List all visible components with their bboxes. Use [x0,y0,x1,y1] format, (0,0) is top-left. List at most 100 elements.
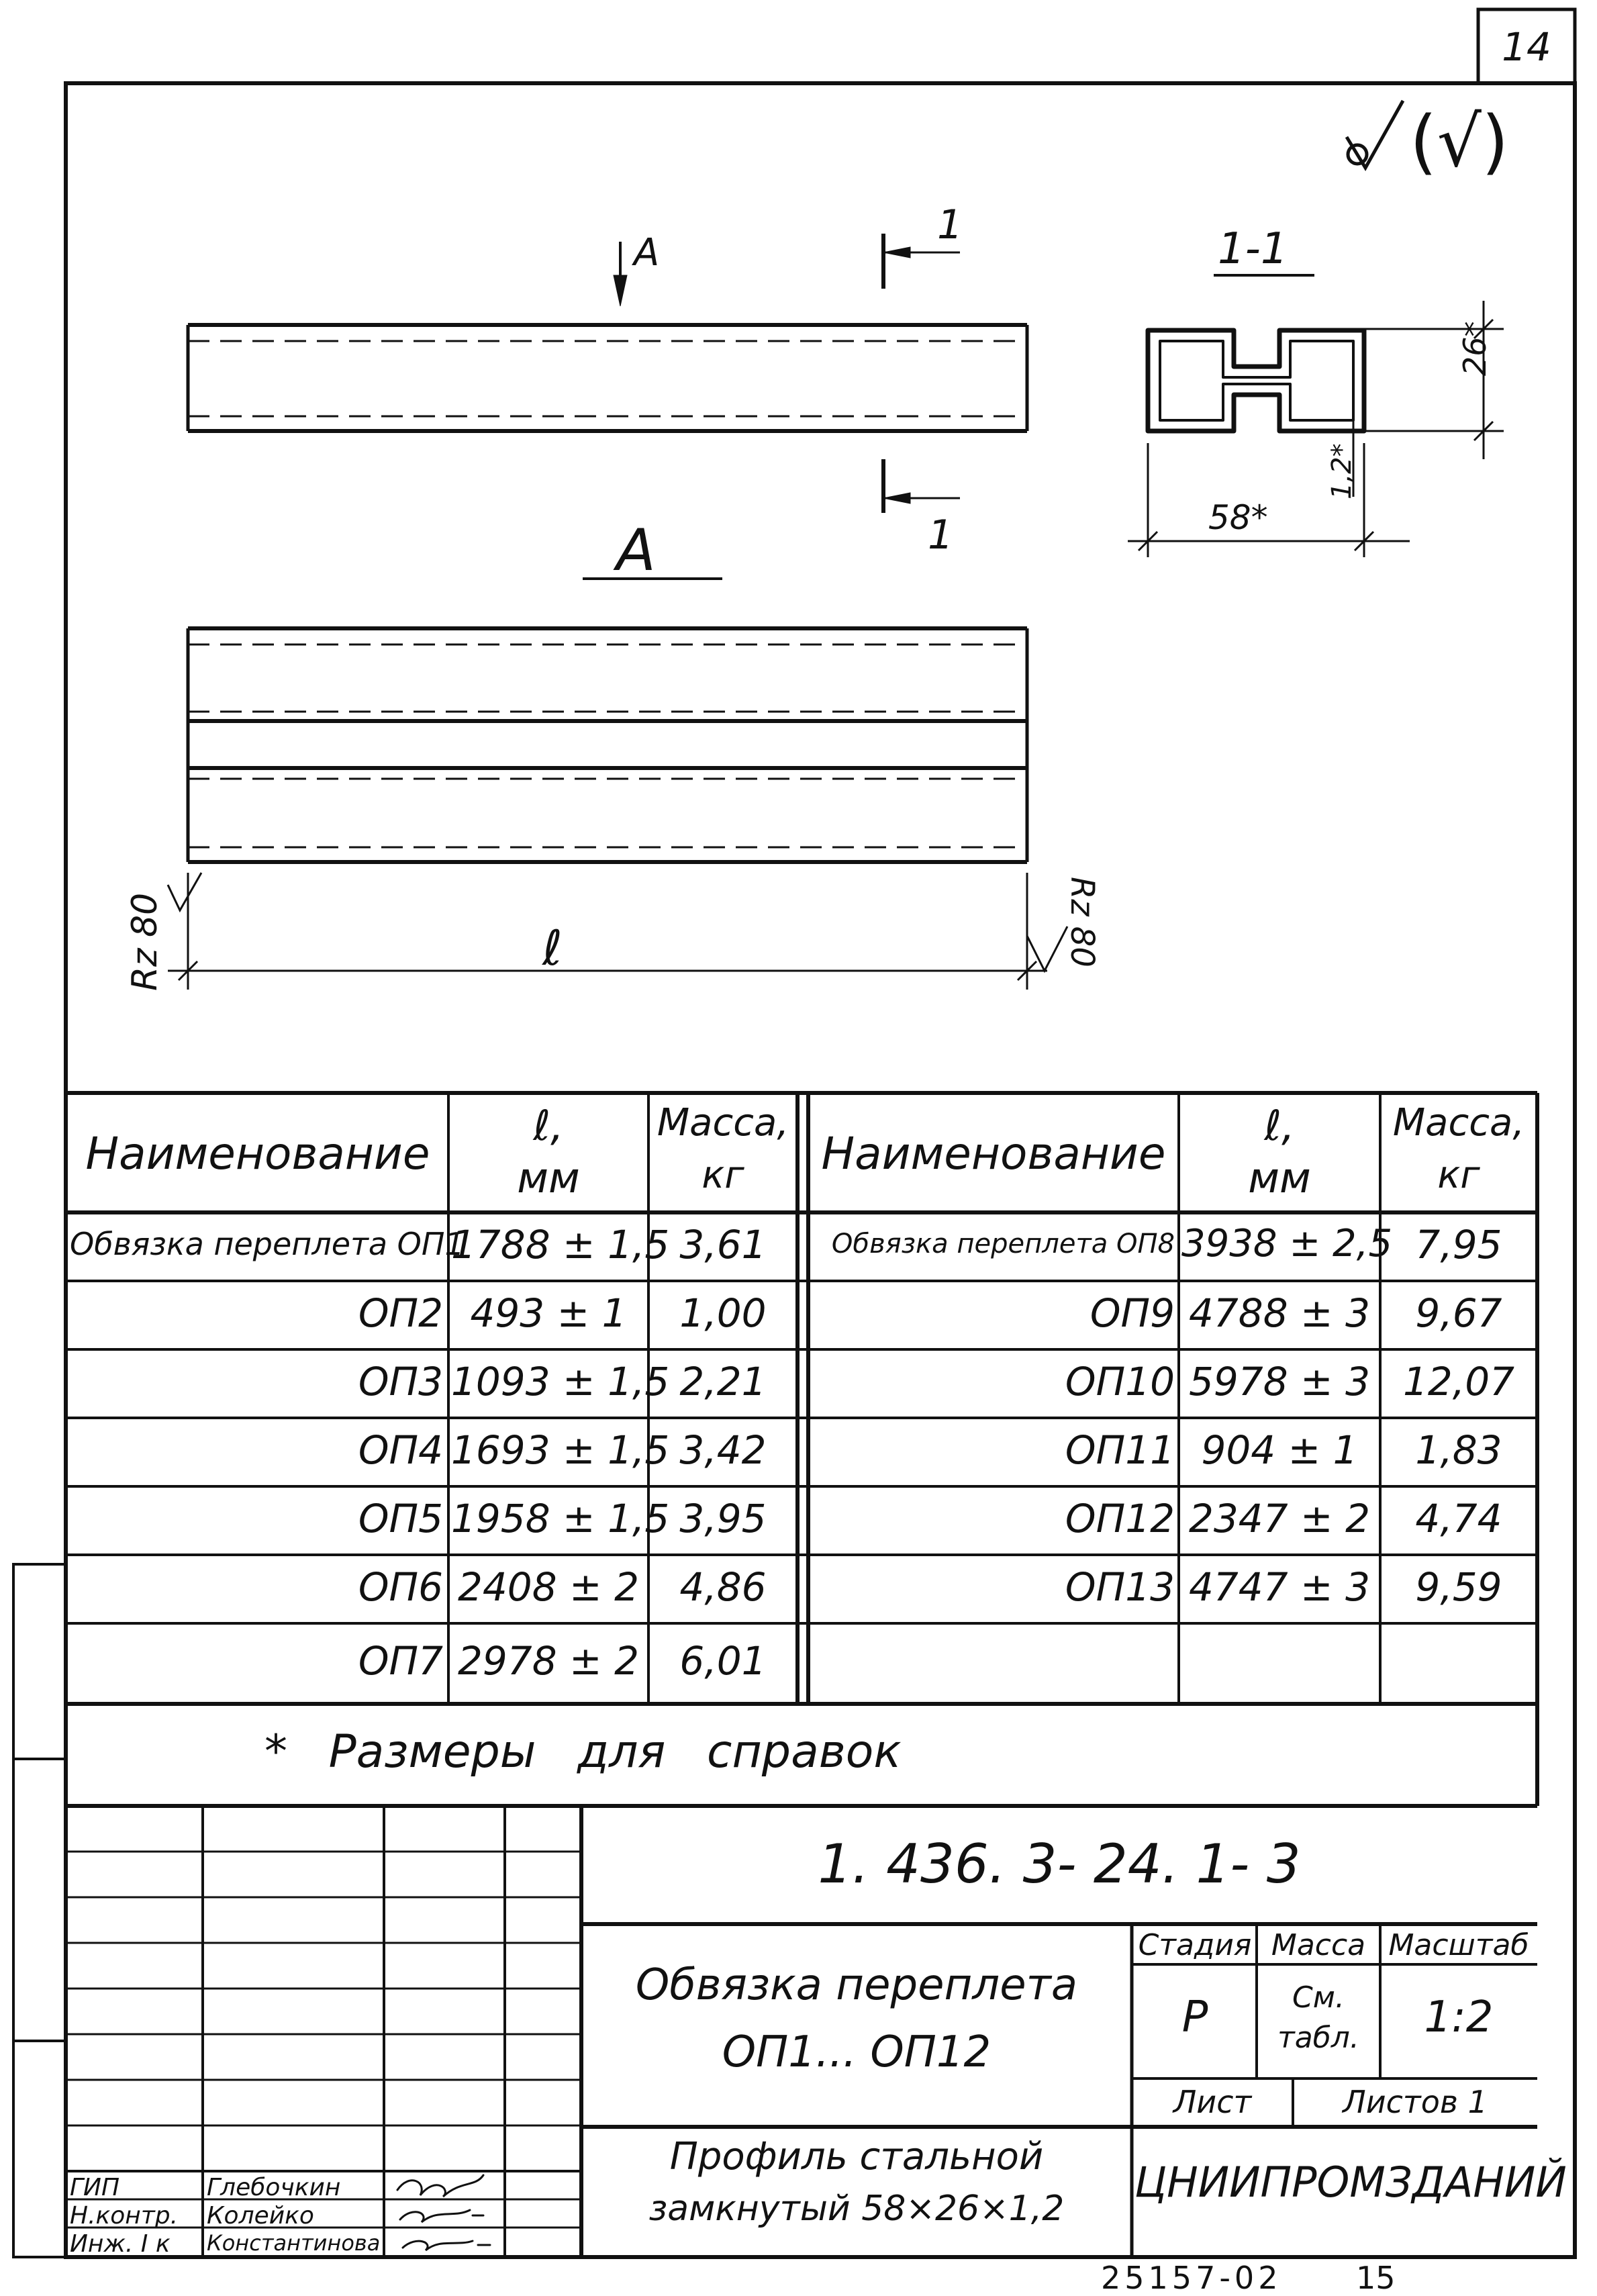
dim-thickness: 1,2* [1326,443,1357,499]
table-row-name: ОП5 [358,1496,443,1541]
table-row-name: ОП12 [1065,1496,1175,1541]
table-row-length: 493 ± 1 [470,1290,627,1336]
scale-header: Масштаб [1388,1928,1529,1962]
table-row-mass: 1,00 [679,1290,767,1336]
table-row-name: ОП9 [1090,1290,1175,1336]
table-row-mass: 3,95 [679,1496,767,1541]
roughness-bracket: (√) [1410,101,1509,183]
dim-height: 26* [1457,321,1493,376]
table-row-name: ОП13 [1065,1564,1175,1610]
table-row-name: ОП4 [358,1427,443,1473]
table-row-mass: 7,95 [1415,1222,1502,1267]
sheet-border [64,81,1577,2259]
sheets-header: Листов 1 [1343,2084,1488,2120]
table-row-length: 4788 ± 3 [1189,1290,1370,1336]
staff-role: Н.контр. [70,2202,179,2230]
table-row-mass: 4,86 [679,1564,767,1610]
header-mass-unit-left: кг [701,1153,744,1197]
length-label: ℓ [542,920,563,976]
table-row-name: Обвязка переплета ОП8 [831,1229,1175,1259]
section-mark-top: 1 [937,201,963,248]
header-length-unit-left: мм [517,1153,580,1202]
section-dimensions [1128,301,1504,557]
table-row-mass: 3,61 [679,1222,767,1267]
table-row-length: 2347 ± 2 [1189,1496,1370,1541]
view-title: А [616,517,656,584]
section-title: 1-1 [1218,224,1288,274]
view-arrow-a [613,242,628,307]
table-row-name: ОП6 [358,1564,443,1610]
header-length-left: ℓ, [533,1101,564,1150]
table-row-mass: 12,07 [1402,1359,1515,1404]
staff-role: Инж. I к [70,2230,171,2258]
rz-right: Rz 80 [1063,877,1101,967]
rz-left: Rz 80 [125,892,165,991]
signature-1 [396,2174,485,2198]
page-number: 14 [1502,24,1551,70]
table-row-mass: 1,83 [1415,1427,1502,1473]
spec-table-grid [66,1091,1539,1806]
table-row-length: 4747 ± 3 [1189,1564,1370,1610]
reference-note: * Размеры для справок [264,1725,902,1778]
table-row-length: 1958 ± 1,5 [451,1496,670,1541]
section-mark-bottom: 1 [928,512,954,559]
signatures [396,2174,491,2252]
header-mass-unit-right: кг [1437,1153,1480,1197]
table-row-mass: 9,59 [1415,1564,1502,1610]
view-a [186,577,1029,864]
header-length-unit-right: мм [1248,1153,1311,1202]
staff-name: Глебочкин [207,2174,341,2201]
staff-name: Константинова [207,2230,381,2256]
scale-value: 1:2 [1424,1993,1494,2042]
bottom-code: 25157-02 [1101,2260,1282,2296]
table-row-mass: 6,01 [679,1638,767,1684]
document-designation: 1. 436. 3- 24. 1- 3 [818,1833,1301,1895]
table-row-length: 2408 ± 2 [458,1564,639,1610]
table-row-name: ОП2 [358,1290,443,1336]
stage-value: Р [1181,1993,1208,2042]
signature-3 [401,2240,491,2252]
staff-name: Колейко [207,2202,314,2230]
table-row-length: 3938 ± 2,5 [1181,1222,1393,1265]
title-block-grid [66,1804,1537,2257]
table-row-name: ОП11 [1065,1427,1175,1473]
table-row-name: Обвязка переплета ОП1 [70,1226,465,1262]
table-row-name: ОП3 [358,1359,443,1404]
table-row-length: 1693 ± 1,5 [451,1427,670,1473]
table-row-mass: 3,42 [679,1427,767,1473]
table-row-length: 904 ± 1 [1201,1427,1358,1473]
sheet-header: Лист [1173,2084,1252,2120]
length-dimension [166,872,1069,990]
table-row-mass: 9,67 [1415,1290,1502,1336]
view-arrow-label: А [634,231,660,275]
header-mass-left: Масса, [657,1101,789,1145]
header-mass-right: Масса, [1392,1101,1525,1145]
table-row-length: 5978 ± 3 [1189,1359,1370,1404]
table-row-length: 1788 ± 1,5 [451,1222,670,1267]
page-number-box [1476,7,1577,85]
bottom-number: 15 [1356,2260,1396,2296]
table-row-length: 1093 ± 1,5 [451,1359,670,1404]
item-title-line-1: Обвязка переплета [635,1960,1078,2010]
material-line-1: Профиль стальной [669,2135,1044,2179]
mass-value-1: См. [1292,1980,1345,2015]
item-title-line-2: ОП1... ОП12 [722,2027,991,2077]
staff-role: ГИП [70,2174,120,2201]
mass-value-2: табл. [1277,2021,1359,2055]
table-row-mass: 2,21 [679,1359,767,1404]
table-row-length: 2978 ± 2 [458,1638,639,1684]
material-line-2: замкнутый 58×26×1,2 [648,2189,1065,2229]
header-name-right: Наименование [821,1128,1166,1180]
table-row-name: ОП10 [1065,1359,1175,1404]
dim-width: 58* [1208,498,1268,537]
header-length-right: ℓ, [1264,1101,1295,1150]
stage-header: Стадия [1138,1928,1252,1962]
front-view [186,323,1029,433]
binding-strip [12,1563,67,2258]
table-row-name: ОП7 [358,1638,443,1684]
mass-header: Масса [1271,1928,1366,1962]
header-name-left: Наименование [85,1128,430,1180]
organization: ЦНИИПРОМЗДАНИЙ [1134,2158,1567,2207]
roughness-mark [1345,99,1405,171]
